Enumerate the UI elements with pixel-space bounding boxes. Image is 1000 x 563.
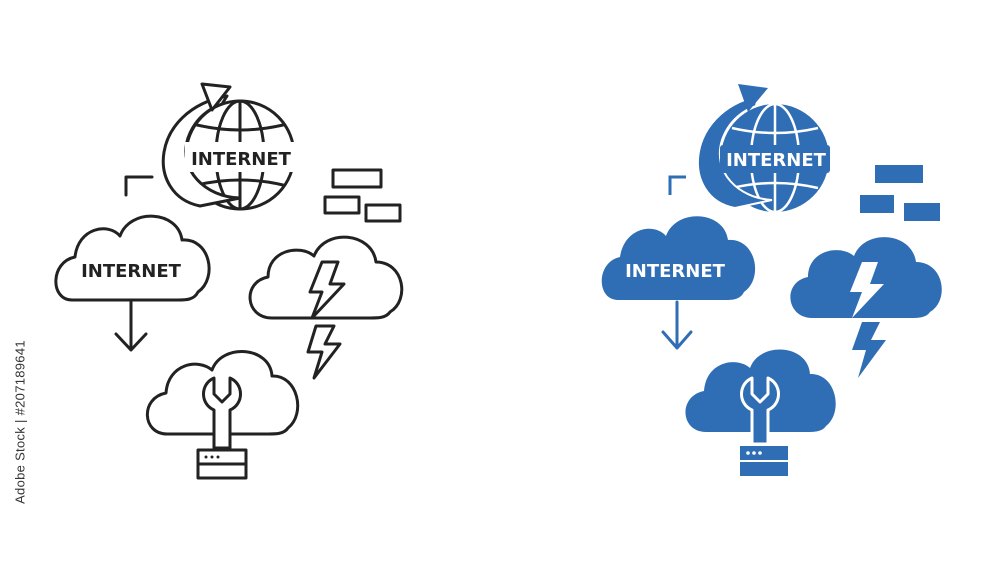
cloud-label: INTERNET (625, 261, 726, 282)
brick-icon (323, 168, 402, 223)
server-box-icon (196, 448, 248, 480)
globe-label: INTERNET (191, 149, 292, 170)
brick-icon (860, 165, 940, 221)
globe-label: INTERNET (726, 150, 827, 171)
server-box-icon (740, 446, 788, 476)
stock-watermark-text: Adobe Stock | #207189641 (12, 340, 28, 504)
wrench-icon (202, 376, 242, 450)
circular-arrow-icon (161, 82, 242, 208)
down-arrow-icon (114, 300, 148, 352)
outline-icon-set: INTERNET INTERNET (54, 82, 404, 480)
wrench-cloud-icon (685, 349, 836, 432)
lightning-icon (852, 322, 886, 378)
cloud-icon (601, 216, 756, 300)
connector-bracket (668, 175, 686, 195)
down-arrow-icon (661, 300, 693, 350)
cloud-label: INTERNET (81, 261, 182, 282)
connector-bracket (124, 175, 154, 197)
circular-arrow-icon (697, 84, 773, 210)
lightning-icon (850, 262, 884, 318)
filled-icon-set: INTERNET INTERNET (601, 84, 942, 476)
wrench-icon (740, 376, 780, 446)
lightning-cloud-icon (248, 235, 404, 320)
lightning-icon (306, 324, 342, 380)
wrench-cloud-icon (145, 350, 300, 436)
lightning-icon (308, 260, 346, 320)
cloud-icon (54, 214, 211, 302)
stock-watermark: Adobe Stock | #207189641 (10, 322, 30, 522)
